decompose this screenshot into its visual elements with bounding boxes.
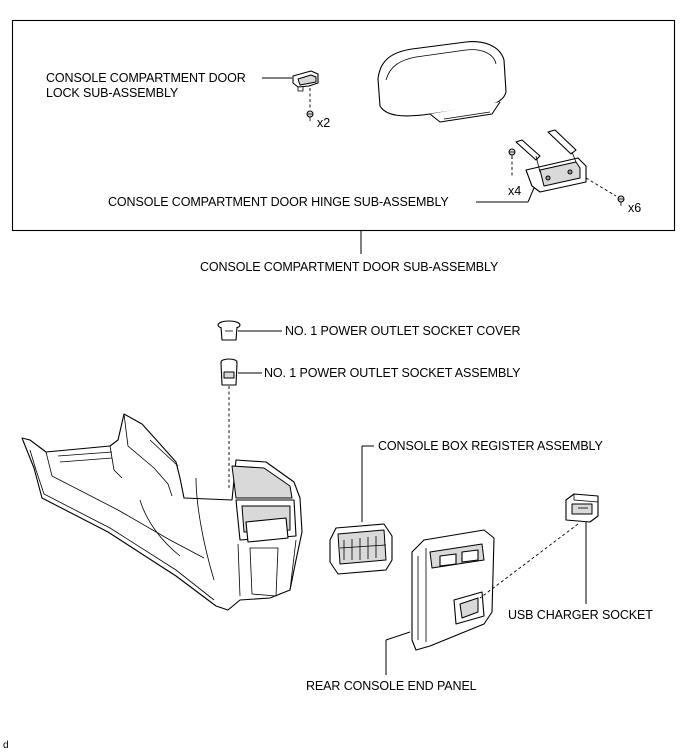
hinge-screw-quantity-a: x4: [508, 184, 522, 198]
outlet-socket-part: [220, 358, 238, 386]
hinge-dash-b: [585, 177, 617, 197]
lock-screw-quantity: x2: [317, 116, 331, 130]
usb-socket-part: [565, 493, 599, 523]
console-box-part: [21, 413, 303, 611]
outlet-cover-part: [217, 320, 241, 341]
door-lock-part: [292, 70, 319, 92]
end-panel-part: [411, 529, 495, 651]
door-group-frame: [11, 19, 676, 232]
door-hinge-part: [515, 129, 587, 193]
usb-dashline: [479, 523, 579, 599]
door-lock-label-line1: CONSOLE COMPARTMENT DOOR: [46, 71, 246, 85]
end-panel-leader-d: [385, 631, 411, 641]
register-label: CONSOLE BOX REGISTER ASSEMBLY: [378, 439, 603, 453]
register-part: [329, 523, 393, 575]
hinge-screw-a: [508, 148, 516, 159]
corner-mark: d: [3, 740, 9, 751]
compartment-door-lid: [377, 41, 507, 123]
usb-socket-label: USB CHARGER SOCKET: [508, 608, 653, 622]
outlet-cover-label: NO. 1 POWER OUTLET SOCKET COVER: [285, 324, 521, 338]
hinge-screw-quantity-b: x6: [628, 201, 642, 215]
end-panel-label: REAR CONSOLE END PANEL: [306, 679, 477, 693]
door-sub-assembly-label: CONSOLE COMPARTMENT DOOR SUB-ASSEMBLY: [200, 260, 499, 274]
door-lock-label: CONSOLE COMPARTMENT DOOR LOCK SUB-ASSEMB…: [46, 71, 246, 101]
outlet-assembly-label: NO. 1 POWER OUTLET SOCKET ASSEMBLY: [264, 366, 521, 380]
lock-screw: [306, 110, 314, 121]
door-hinge-label: CONSOLE COMPARTMENT DOOR HINGE SUB-ASSEM…: [108, 195, 449, 209]
door-lock-label-line2: LOCK SUB-ASSEMBLY: [46, 86, 179, 100]
hinge-screw-b: [617, 195, 625, 206]
